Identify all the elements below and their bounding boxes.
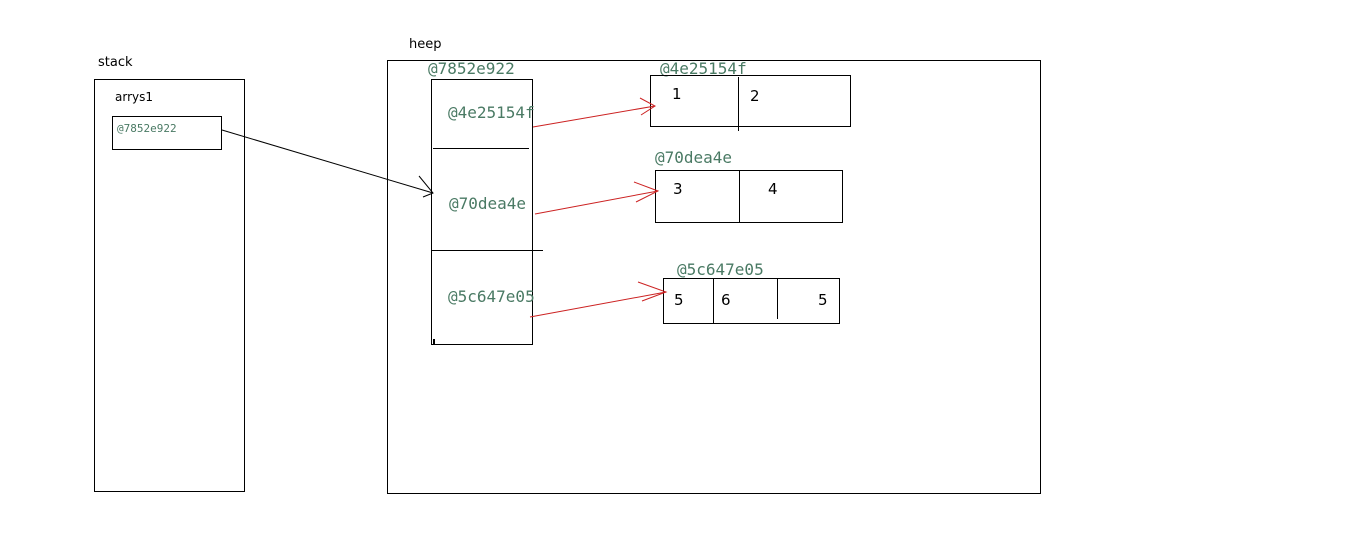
inner-array-0 — [650, 75, 851, 127]
heap-frame — [387, 60, 1041, 494]
outer-array-element-1: @70dea4e — [449, 194, 527, 213]
inner-array-1 — [655, 170, 843, 223]
inner-array-2-divider-1 — [713, 279, 714, 324]
inner-array-2-value-0: 5 — [674, 291, 684, 309]
stack-frame — [94, 79, 245, 492]
stack-title: stack — [98, 55, 133, 70]
element-2-arrow — [529, 281, 668, 318]
inner-array-0-address: @4e25154f — [660, 59, 747, 78]
stack-to-heap-arrow — [221, 129, 434, 198]
stack-var-value: @7852e922 — [117, 122, 177, 135]
element-1-arrow — [534, 181, 660, 215]
inner-array-0-divider — [738, 77, 739, 131]
inner-array-2 — [663, 278, 840, 324]
inner-array-1-value-0: 3 — [673, 180, 683, 198]
inner-array-0-value-1: 2 — [750, 87, 760, 105]
outer-array-address: @7852e922 — [428, 59, 515, 78]
element-0-arrow — [532, 97, 656, 128]
outer-array-divider-2 — [431, 250, 543, 251]
inner-array-1-value-1: 4 — [768, 180, 778, 198]
stack-var-name: arrys1 — [115, 90, 153, 104]
outer-array-divider-1 — [433, 148, 529, 149]
stack-var-cell — [112, 116, 222, 150]
inner-array-1-address: @70dea4e — [655, 148, 733, 167]
inner-array-2-divider-2 — [777, 279, 778, 319]
inner-array-2-value-1: 6 — [721, 291, 731, 309]
heap-title: heep — [409, 37, 442, 52]
outer-array — [431, 79, 533, 345]
outer-array-element-2: @5c647e05 — [448, 287, 535, 306]
outer-array-element-0: @4e25154f — [448, 103, 535, 122]
inner-array-0-value-0: 1 — [672, 85, 682, 103]
inner-array-2-value-2: 5 — [818, 291, 828, 309]
inner-array-1-divider — [739, 171, 740, 222]
inner-array-2-address: @5c647e05 — [677, 260, 764, 279]
